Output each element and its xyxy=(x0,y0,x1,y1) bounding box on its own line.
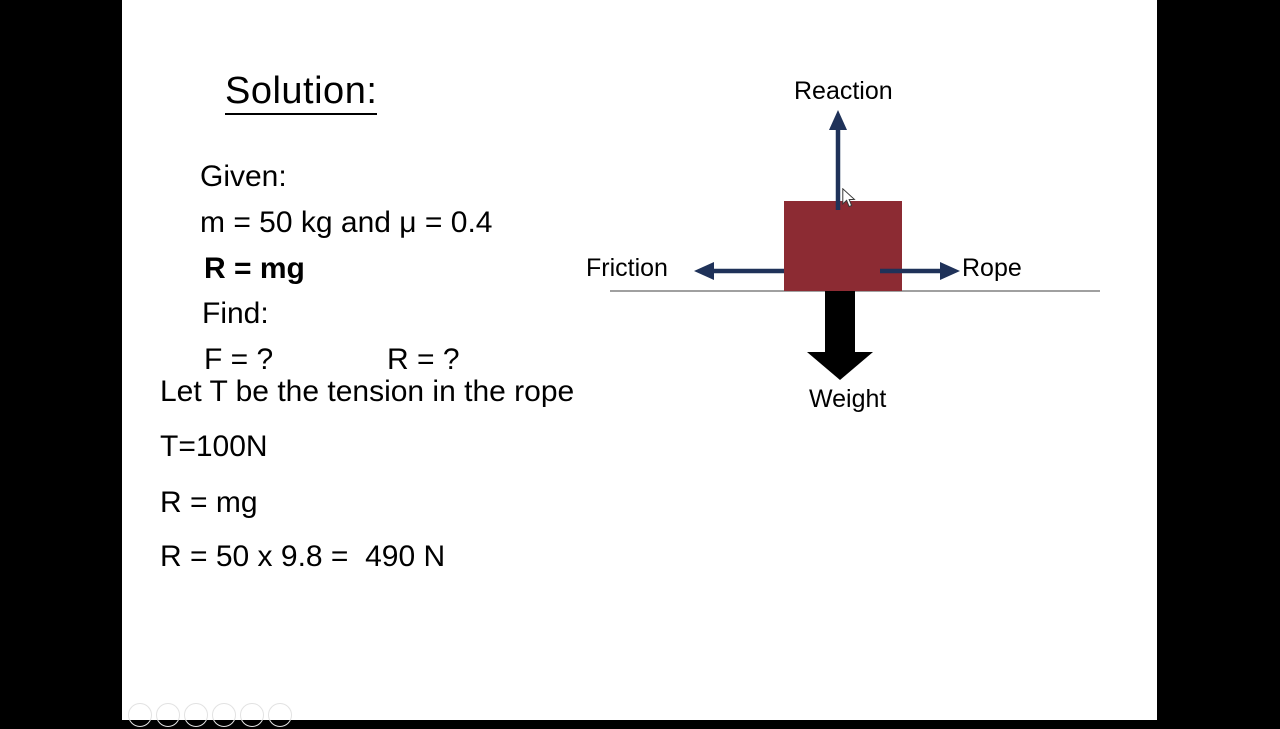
control-circle-6[interactable] xyxy=(268,703,292,727)
reaction-formula: R = mg xyxy=(204,252,305,285)
control-circle-5[interactable] xyxy=(240,703,264,727)
friction-label: Friction xyxy=(586,254,668,282)
reaction-label: Reaction xyxy=(794,77,893,105)
tension-value: T=100N xyxy=(160,430,268,463)
control-circle-1[interactable] xyxy=(128,703,152,727)
rope-label: Rope xyxy=(962,254,1022,282)
control-circle-3[interactable] xyxy=(184,703,208,727)
friction-arrow xyxy=(694,262,784,280)
block-rectangle xyxy=(784,201,902,291)
reaction-result: R = 50 x 9.8 = 490 N xyxy=(160,540,446,573)
reaction-formula-repeat: R = mg xyxy=(160,486,258,519)
mouse-pointer-icon xyxy=(842,188,856,208)
given-label: Given: xyxy=(200,160,287,193)
find-reaction-value: R = ? xyxy=(387,343,460,376)
rope-arrow xyxy=(880,262,960,280)
tension-note: Let T be the tension in the rope xyxy=(160,375,575,408)
weight-arrow xyxy=(807,288,873,380)
page-title: Solution: xyxy=(225,70,378,115)
letterbox-left xyxy=(0,0,122,720)
control-circle-2[interactable] xyxy=(156,703,180,727)
letterbox-right xyxy=(1157,0,1280,720)
find-force-value: F = ? xyxy=(204,343,274,376)
weight-label: Weight xyxy=(809,385,887,413)
page-title-text: Solution: xyxy=(225,70,378,112)
find-label: Find: xyxy=(202,297,269,330)
control-circle-4[interactable] xyxy=(212,703,236,727)
slide-canvas: Solution: Given: m = 50 kg and μ = 0.4 R… xyxy=(122,0,1157,727)
given-values: m = 50 kg and μ = 0.4 xyxy=(200,206,493,239)
